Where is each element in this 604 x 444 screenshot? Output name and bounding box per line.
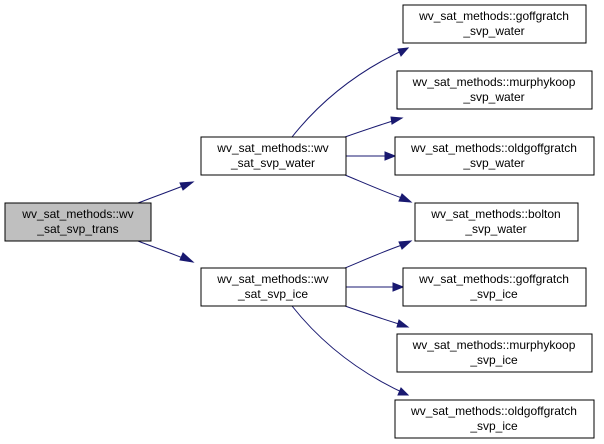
edge-svp-ice-to-bolton-water — [344, 240, 413, 269]
edge-svp-ice-to-goff-ice — [346, 282, 405, 292]
node-label-line1: wv_sat_methods::wv — [216, 141, 328, 155]
node-label-line1: wv_sat_methods::murphykoop — [412, 338, 576, 352]
arrowhead-icon — [384, 151, 397, 161]
node-murphykoop-svp-water[interactable]: wv_sat_methods::murphykoop _svp_water — [396, 70, 593, 110]
node-label-line1: wv_sat_methods::oldgoffgratch — [410, 141, 577, 155]
arrowhead-icon — [179, 181, 195, 191]
node-label-line1: wv_sat_methods::goffgratch — [418, 272, 569, 286]
edge-line — [291, 47, 409, 138]
node-label-line2: _svp_ice — [469, 353, 518, 367]
node-label-line1: wv_sat_methods::bolton — [430, 207, 560, 221]
edge-svp-ice-to-oldgoff-ice — [291, 305, 410, 396]
edge-svp-water-to-bolton-water — [344, 174, 413, 203]
arrowhead-icon — [396, 319, 410, 328]
node-label-line2: _svp_ice — [469, 419, 518, 433]
arrowhead-icon — [397, 387, 410, 396]
node-label-line2: _svp_water — [462, 24, 524, 38]
edge-line — [344, 174, 403, 199]
call-graph-edges — [137, 47, 413, 396]
node-label-line2: _sat_svp_ice — [237, 287, 308, 301]
edge-line — [291, 305, 409, 396]
node-goffgratch-svp-water[interactable]: wv_sat_methods::goffgratch _svp_water — [402, 4, 587, 44]
edge-svp-water-to-oldgoff-water — [345, 151, 397, 161]
node-oldgoffgratch-svp-ice[interactable]: wv_sat_methods::oldgoffgratch _svp_ice — [394, 399, 595, 439]
node-label-line1: wv_sat_methods::wv — [21, 207, 133, 221]
node-label-line2: _sat_svp_water — [230, 156, 315, 170]
edge-line — [344, 244, 403, 269]
arrowhead-icon — [392, 282, 405, 292]
node-label-line2: _svp_water — [462, 156, 524, 170]
node-wv-sat-svp-ice[interactable]: wv_sat_methods::wv _sat_svp_ice — [200, 267, 347, 307]
node-bolton-svp-water[interactable]: wv_sat_methods::bolton _svp_water — [414, 202, 579, 242]
node-wv-sat-svp-trans[interactable]: wv_sat_methods::wv _sat_svp_trans — [4, 202, 152, 242]
node-wv-sat-svp-water[interactable]: wv_sat_methods::wv _sat_svp_water — [200, 136, 347, 176]
edge-root-to-svp-ice — [137, 240, 195, 263]
edge-root-to-svp-water — [137, 181, 195, 204]
arrowhead-icon — [398, 193, 413, 203]
arrowhead-icon — [179, 252, 195, 263]
node-label-line1: wv_sat_methods::wv — [216, 272, 328, 286]
edge-svp-water-to-goff-water — [291, 47, 410, 138]
arrowhead-icon — [398, 240, 413, 250]
node-murphykoop-svp-ice[interactable]: wv_sat_methods::murphykoop _svp_ice — [396, 333, 593, 373]
node-label-line2: _sat_svp_trans — [36, 222, 118, 236]
node-label-line1: wv_sat_methods::goffgratch — [418, 9, 569, 23]
edge-line — [344, 305, 403, 326]
arrowhead-icon — [390, 116, 404, 125]
node-oldgoffgratch-svp-water[interactable]: wv_sat_methods::oldgoffgratch _svp_water — [394, 136, 595, 176]
arrowhead-icon — [397, 47, 410, 57]
node-label-line2: _svp_water — [464, 222, 526, 236]
node-label-line1: wv_sat_methods::murphykoop — [412, 75, 576, 89]
node-goffgratch-svp-ice[interactable]: wv_sat_methods::goffgratch _svp_ice — [402, 267, 587, 307]
node-label-line1: wv_sat_methods::oldgoffgratch — [410, 404, 577, 418]
edge-svp-water-to-murphy-water — [344, 116, 404, 138]
edge-svp-ice-to-murphy-ice — [344, 305, 410, 328]
node-label-line2: _svp_ice — [469, 287, 518, 301]
node-label-line2: _svp_water — [462, 90, 524, 104]
